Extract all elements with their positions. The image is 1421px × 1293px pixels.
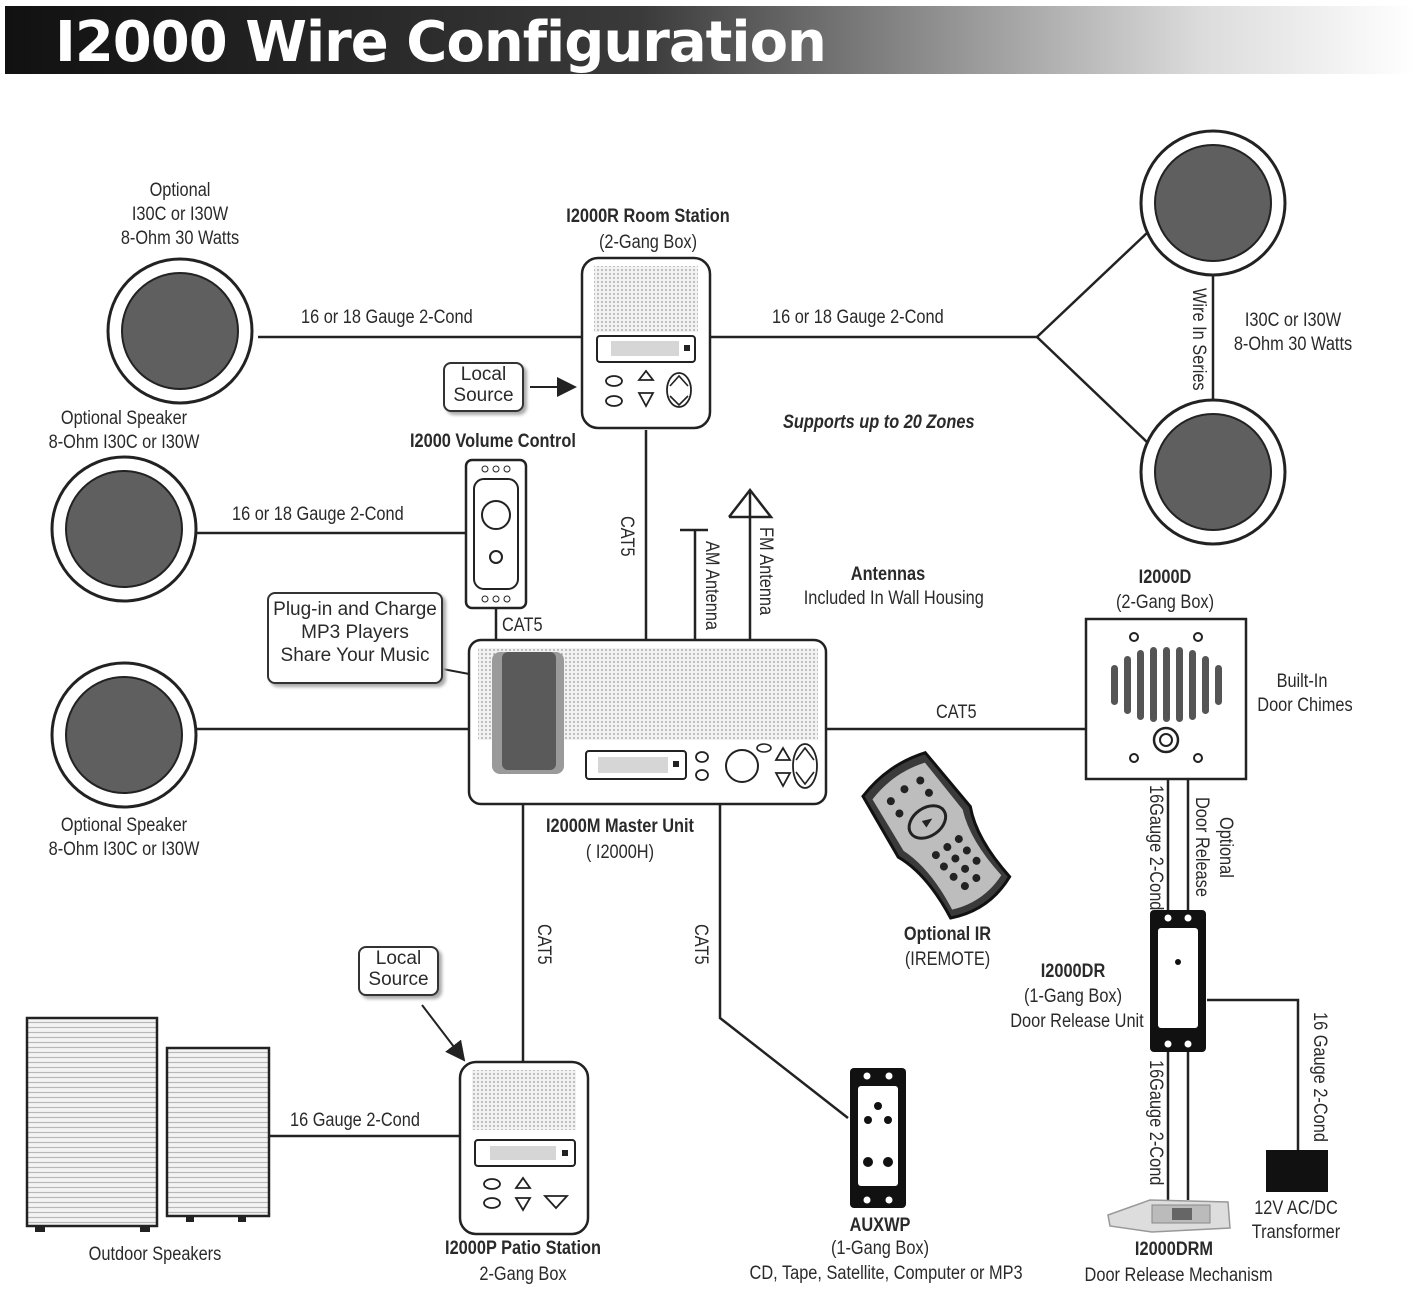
auxwp-name: AUXWP: [849, 1215, 911, 1236]
wire-label-door-release-line2: Door Release: [1191, 797, 1212, 897]
page-title: I2000 Wire Configuration: [55, 10, 827, 75]
master-unit-alt: ( I2000H): [585, 842, 655, 863]
antennas-title: Antennas: [850, 564, 926, 585]
cat5-label-volume: CAT5: [502, 615, 543, 636]
zones-note: Supports up to 20 Zones: [783, 412, 975, 433]
local-source-patio-box: Local Source: [358, 946, 439, 996]
master-unit-device: [467, 638, 828, 806]
wire-label-top-left: 16 or 18 Gauge 2-Cond: [301, 307, 473, 328]
ir-remote-device: [861, 750, 1012, 920]
volume-control-label: I2000 Volume Control: [410, 431, 576, 452]
door-release-mech-sub: Door Release Mechanism: [1084, 1265, 1273, 1286]
speaker-bottom-right: [1139, 398, 1287, 546]
label-line: Plug-in and Charge: [273, 599, 437, 620]
patio-station-name: I2000P Patio Station: [445, 1238, 601, 1259]
room-station-device: [580, 256, 712, 430]
door-station-device: [1084, 617, 1248, 781]
door-station-name: I2000D: [1138, 567, 1192, 588]
cat5-label-patio: CAT5: [533, 924, 554, 965]
plugin-note-box: Plug-in and Charge MP3 Players Share You…: [267, 592, 443, 684]
label-line: MP3 Players: [301, 622, 409, 643]
label-line: 8-Ohm 30 Watts: [1233, 334, 1353, 355]
label-line: Local: [460, 364, 507, 385]
am-antenna-label: AM Antenna: [701, 541, 722, 631]
label-line: I2000DR: [1040, 961, 1106, 982]
speaker-top-right: [1139, 129, 1287, 277]
auxwp-sources: CD, Tape, Satellite, Computer or MP3: [749, 1263, 1023, 1284]
fm-antenna-head: [728, 487, 774, 519]
local-source-room-box: Local Source: [443, 362, 524, 412]
room-station-box: (2-Gang Box): [598, 232, 698, 253]
speaker-top-left-label: Optional I30C or I30W 8-Ohm 30 Watts: [103, 179, 258, 251]
label-line: Optional Speaker: [60, 815, 188, 836]
wires: [195, 231, 1300, 1200]
wire-series-top: [1036, 231, 1149, 338]
cat5-label-room: CAT5: [616, 516, 637, 557]
door-station-box: (2-Gang Box): [1115, 592, 1215, 613]
door-release-mech-name: I2000DRM: [1134, 1239, 1214, 1260]
cat5-label-aux: CAT5: [690, 924, 711, 965]
label-line: Built-In: [1276, 671, 1328, 692]
wire-aux-cat5: [718, 805, 849, 1119]
speaker-lower-left-label: Optional Speaker 8-Ohm I30C or I30W: [38, 814, 210, 862]
label-line: Optional: [149, 180, 211, 201]
label-line: 12V AC/DC: [1254, 1198, 1338, 1219]
label-line: 8-Ohm I30C or I30W: [48, 839, 200, 860]
door-release-unit-label: I2000DR (1-Gang Box) Door Release Unit: [1010, 959, 1144, 1034]
room-station-name: I2000R Room Station: [566, 206, 730, 227]
wire-series-bottom: [1036, 336, 1149, 444]
transformer-device: [1266, 1150, 1328, 1192]
door-chimes-label: Built-In Door Chimes: [1257, 670, 1353, 718]
door-release-mechanism-device: [1107, 1199, 1231, 1233]
outdoor-speaker-left: [25, 1016, 159, 1232]
wire-label-drm-gauge: 16Gauge 2-Cond: [1145, 1060, 1166, 1186]
wire-transformer: [1207, 998, 1300, 1150]
wire-label-top-right: 16 or 18 Gauge 2-Cond: [772, 307, 944, 328]
label-line: 8-Ohm I30C or I30W: [48, 432, 200, 453]
wire-label-door-release-line1: Optional: [1215, 817, 1236, 878]
volume-control-device: [464, 458, 528, 610]
speaker-top-left: [106, 257, 254, 405]
auxwp-device: [850, 1068, 906, 1208]
wire-label-outdoor: 16 Gauge 2-Cond: [290, 1110, 420, 1131]
label-line: I30C or I30W: [1244, 310, 1342, 331]
label-line: I30C or I30W: [131, 204, 229, 225]
door-release-unit-device: [1150, 910, 1206, 1052]
label-line: (1-Gang Box): [1023, 986, 1123, 1007]
wire-in-series-label: Wire In Series: [1188, 288, 1209, 391]
speaker-right-label: I30C or I30W 8-Ohm 30 Watts: [1229, 309, 1358, 357]
label-line: Source: [368, 969, 429, 990]
label-line: Optional Speaker: [60, 408, 188, 429]
label-line: Source: [453, 385, 514, 406]
wire-label-door-release-gauge: 16Gauge 2-Cond: [1145, 785, 1166, 911]
wire-label-transformer-gauge: 16 Gauge 2-Cond: [1309, 1012, 1330, 1142]
label-line: Share Your Music: [280, 645, 430, 666]
label-line: Transformer: [1251, 1222, 1341, 1243]
label-line: Door Release Unit: [1010, 1011, 1144, 1032]
speaker-mid-left-label: Optional Speaker 8-Ohm I30C or I30W: [38, 407, 210, 455]
speaker-lower-left: [50, 661, 198, 809]
arrow-local-source-patio: [421, 1004, 466, 1062]
transformer-label: 12V AC/DC Transformer: [1244, 1197, 1347, 1245]
wire-label-mid-left: 16 or 18 Gauge 2-Cond: [232, 504, 404, 525]
label-line: 8-Ohm 30 Watts: [120, 228, 240, 249]
outdoor-speakers-label: Outdoor Speakers: [88, 1244, 222, 1265]
auxwp-box: (1-Gang Box): [830, 1238, 930, 1259]
patio-station-device: [458, 1060, 590, 1236]
label-line: Local: [375, 948, 422, 969]
antennas-sub: Included In Wall Housing: [803, 588, 984, 609]
speaker-mid-left: [50, 455, 198, 603]
cat5-label-door: CAT5: [936, 702, 977, 723]
label-line: Door Chimes: [1257, 695, 1353, 716]
ir-remote-model: (IREMOTE): [904, 949, 991, 970]
outdoor-speaker-right: [165, 1046, 271, 1222]
master-unit-name: I2000M Master Unit: [545, 816, 695, 837]
ir-remote-name: Optional IR: [903, 924, 992, 945]
fm-antenna-label: FM Antenna: [755, 527, 776, 616]
title-banner: I2000 Wire Configuration: [5, 6, 1415, 75]
patio-station-box: 2-Gang Box: [479, 1264, 567, 1285]
